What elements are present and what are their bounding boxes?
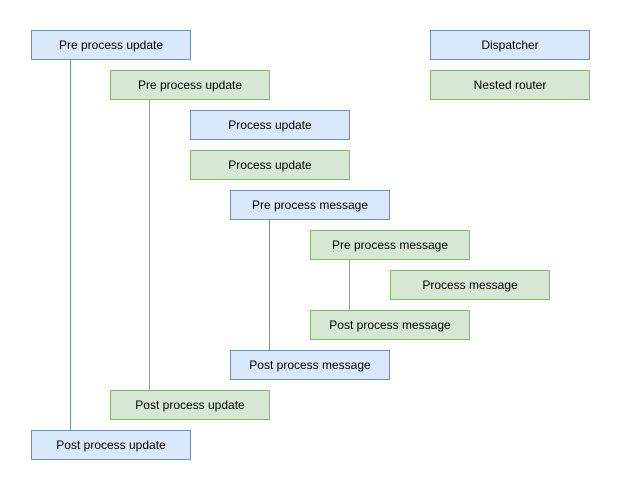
diagram-box[interactable]: Dispatcher <box>430 30 590 60</box>
diagram-box[interactable]: Process update <box>190 150 350 180</box>
diagram-box[interactable]: Post process message <box>310 310 470 340</box>
diagram-box-label: Process update <box>228 117 312 132</box>
diagram-box-label: Dispatcher <box>481 37 539 52</box>
connector-line-1[interactable] <box>149 100 150 390</box>
diagram-box-label: Process message <box>422 277 518 292</box>
connector-line-3[interactable] <box>349 260 350 310</box>
connector-line-0[interactable] <box>70 60 71 430</box>
diagram-box-label: Pre process update <box>58 37 164 52</box>
diagram-box-label: Nested router <box>473 77 547 92</box>
connector-line-2[interactable] <box>269 220 270 350</box>
diagram-box[interactable]: Nested router <box>430 70 590 100</box>
diagram-box-label: Post process message <box>249 357 371 372</box>
diagram-box-label: Post process update <box>135 397 245 412</box>
diagram-box-label: Post process update <box>56 437 166 452</box>
diagram-box[interactable]: Pre process update <box>110 70 270 100</box>
diagram-box[interactable]: Pre process message <box>230 190 390 220</box>
diagram-box-label: Pre process update <box>137 77 243 92</box>
diagram-box-label: Post process message <box>329 317 451 332</box>
diagram-box[interactable]: Process update <box>190 110 350 140</box>
diagram-box[interactable]: Pre process message <box>310 230 470 260</box>
diagram-box[interactable]: Pre process update <box>31 30 191 60</box>
diagram-box-label: Process update <box>228 157 312 172</box>
diagram-box[interactable]: Post process message <box>230 350 390 380</box>
diagram-box-label: Pre process message <box>251 197 369 212</box>
diagram-box[interactable]: Post process update <box>31 430 191 460</box>
diagram-box[interactable]: Post process update <box>110 390 270 420</box>
diagram-box-label: Pre process message <box>331 237 449 252</box>
diagram-box[interactable]: Process message <box>390 270 550 300</box>
